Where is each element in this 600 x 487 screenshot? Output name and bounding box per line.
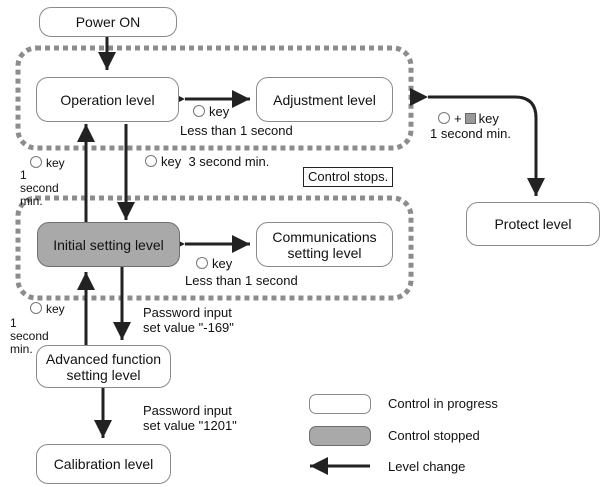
key-icon	[30, 302, 42, 314]
key-icon	[145, 155, 157, 167]
key-icon	[438, 112, 450, 124]
legend-in-progress-label: Control in progress	[388, 396, 498, 411]
left-time-label: 1 second min.	[20, 168, 59, 208]
legend-stopped-label: Control stopped	[388, 428, 480, 443]
password-2-line1: Password input	[143, 403, 232, 418]
left-key-label: key	[30, 156, 65, 170]
lower-left-time-label: 1 second min.	[10, 316, 49, 356]
arrow-protect-group	[410, 88, 545, 196]
key-icon	[193, 105, 205, 117]
password-1-line2: set value "-169"	[143, 320, 234, 335]
legend-in-progress-swatch	[309, 394, 371, 414]
legend-stopped-swatch	[309, 426, 371, 446]
key-text: key	[478, 111, 499, 126]
init-comm-key-label: key	[196, 256, 232, 271]
key-text: key	[209, 104, 230, 119]
op-init-time-text: 3 second min.	[188, 154, 270, 169]
op-init-key-label: key 3 second min.	[145, 154, 269, 169]
op-adj-key-label: key	[193, 104, 229, 119]
adjustment-level-node: Adjustment level	[256, 77, 393, 122]
communications-setting-level-node: Communications setting level	[256, 222, 393, 267]
lower-left-key-label: key	[30, 302, 65, 316]
protect-level-node: Protect level	[466, 202, 600, 246]
advanced-function-setting-level-node: Advanced function setting level	[36, 345, 171, 388]
mode-key-icon	[464, 113, 476, 124]
key-icon	[30, 156, 42, 168]
password-2-line2: set value "1201"	[143, 418, 237, 433]
stopped-group-outline	[15, 195, 414, 301]
protect-time-label: 1 second min.	[430, 126, 511, 141]
control-stops-notice: Control stops.	[303, 167, 394, 187]
password-1-line1: Password input	[143, 305, 232, 320]
init-comm-time-label: Less than 1 second	[185, 273, 298, 288]
legend-level-change-label: Level change	[388, 459, 466, 474]
key-text: key	[46, 156, 65, 170]
initial-setting-level-node: Initial setting level	[37, 222, 180, 267]
op-adj-time-label: Less than 1 second	[180, 123, 293, 138]
power-on-node: Power ON	[39, 7, 177, 37]
protect-key-label: + key	[438, 111, 499, 126]
key-text: key	[161, 154, 182, 169]
operation-level-node: Operation level	[36, 77, 179, 122]
key-text: key	[46, 302, 65, 316]
key-icon	[196, 257, 208, 269]
calibration-level-node: Calibration level	[36, 444, 171, 484]
plus-text: +	[454, 111, 462, 126]
key-text: key	[212, 256, 233, 271]
